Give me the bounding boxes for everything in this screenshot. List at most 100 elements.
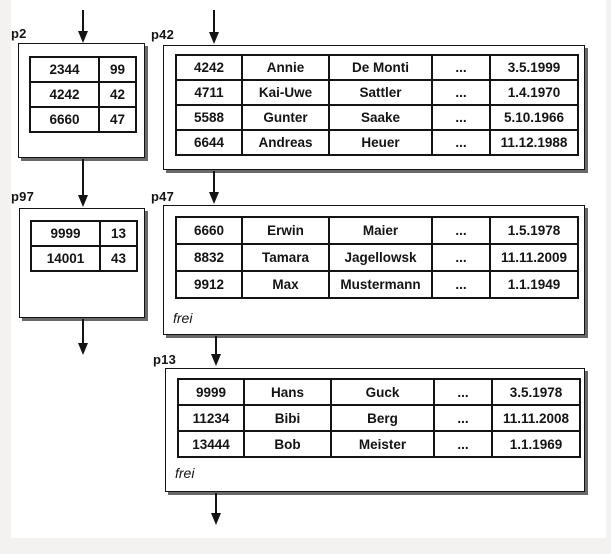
table-cell: Meister bbox=[332, 432, 435, 456]
arrow-head-icon bbox=[208, 192, 219, 204]
table-cell: 3.5.1999 bbox=[507, 60, 561, 75]
table-cell: Hans bbox=[245, 380, 332, 404]
table-cell: 2344 bbox=[31, 58, 100, 81]
arrow-head-icon bbox=[77, 343, 88, 355]
table-cell: ... bbox=[433, 131, 491, 154]
page-box-p97: 9999 13 14001 43 bbox=[19, 208, 145, 318]
table-cell: 9999 bbox=[32, 222, 101, 245]
page-label-p42: p42 bbox=[151, 27, 175, 42]
table-cell: Kai-Uwe bbox=[243, 81, 330, 104]
table-row: 9999 13 bbox=[32, 222, 136, 245]
table-cell: 47 bbox=[109, 112, 126, 127]
table-cell: ... bbox=[435, 406, 493, 430]
arrow-head-icon bbox=[210, 354, 221, 366]
table-cell: 99 bbox=[109, 62, 126, 77]
arrow-head-icon bbox=[210, 513, 221, 525]
page-label-p97: p97 bbox=[11, 189, 35, 204]
arrow-line bbox=[81, 10, 84, 31]
index-table-p97: 9999 13 14001 43 bbox=[30, 220, 138, 272]
arrow-p97-down bbox=[77, 319, 88, 355]
table-cell: 14001 bbox=[32, 247, 101, 270]
free-space-label-p13: frei bbox=[175, 465, 195, 481]
table-cell: 4242 bbox=[177, 56, 243, 79]
table-cell: 11234 bbox=[179, 406, 245, 430]
table-cell: 9999 bbox=[179, 380, 245, 404]
table-cell: Mustermann bbox=[330, 272, 433, 297]
table-cell: ... bbox=[433, 56, 491, 79]
table-cell: Annie bbox=[243, 56, 330, 79]
arrow-head-icon bbox=[77, 31, 88, 43]
page-label-p13: p13 bbox=[153, 352, 177, 367]
table-cell: Maier bbox=[330, 218, 433, 243]
table-cell: Gunter bbox=[243, 106, 330, 129]
table-cell: Erwin bbox=[243, 218, 330, 243]
table-cell: 43 bbox=[110, 251, 127, 266]
table-row: 6660 47 bbox=[31, 106, 135, 131]
arrow-p47-to-p13 bbox=[210, 336, 221, 366]
table-cell: Andreas bbox=[243, 131, 330, 154]
arrow-head-icon bbox=[77, 195, 88, 207]
table-cell: Bibi bbox=[245, 406, 332, 430]
arrow-line bbox=[81, 319, 84, 343]
table-cell: Berg bbox=[332, 406, 435, 430]
arrow-into-p2 bbox=[77, 10, 88, 43]
table-cell: 13444 bbox=[179, 432, 245, 456]
table-cell: 42 bbox=[109, 87, 126, 102]
table-cell: ... bbox=[433, 272, 491, 297]
table-cell: 11.11.2009 bbox=[500, 250, 568, 265]
table-cell: 4242 bbox=[31, 83, 100, 106]
table-cell: 13 bbox=[110, 226, 127, 241]
table-cell: ... bbox=[433, 218, 491, 243]
page-label-p2: p2 bbox=[11, 26, 27, 41]
table-cell: Jagellowsk bbox=[330, 245, 433, 270]
table-cell: ... bbox=[433, 245, 491, 270]
table-cell: 6644 bbox=[177, 131, 243, 154]
table-cell: 11.12.1988 bbox=[500, 135, 568, 150]
table-cell: Bob bbox=[245, 432, 332, 456]
table-cell: Sattler bbox=[330, 81, 433, 104]
free-space-label-p47: frei bbox=[173, 310, 193, 326]
table-cell: 3.5.1978 bbox=[509, 384, 563, 400]
table-cell: ... bbox=[433, 81, 491, 104]
table-cell: 11.11.2008 bbox=[502, 410, 570, 426]
table-row: 14001 43 bbox=[32, 245, 136, 270]
arrow-line bbox=[214, 336, 217, 354]
table-cell: Saake bbox=[330, 106, 433, 129]
arrow-head-icon bbox=[208, 32, 219, 44]
table-cell: 1.1.1969 bbox=[509, 436, 563, 452]
arrow-p42-to-p47 bbox=[208, 171, 219, 204]
arrow-p13-down bbox=[210, 493, 221, 525]
table-cell: 1.4.1970 bbox=[507, 85, 561, 100]
table-cell: 6660 bbox=[177, 218, 243, 243]
table-cell: ... bbox=[435, 432, 493, 456]
table-cell: Max bbox=[243, 272, 330, 297]
arrow-line bbox=[81, 159, 84, 195]
table-cell: Tamara bbox=[243, 245, 330, 270]
table-cell: 5588 bbox=[177, 106, 243, 129]
table-cell: De Monti bbox=[330, 56, 433, 79]
table-cell: 6660 bbox=[31, 108, 100, 131]
table-cell: ... bbox=[433, 106, 491, 129]
table-cell: Heuer bbox=[330, 131, 433, 154]
arrow-into-p42 bbox=[208, 10, 219, 44]
table-cell: 5.10.1966 bbox=[503, 110, 565, 125]
